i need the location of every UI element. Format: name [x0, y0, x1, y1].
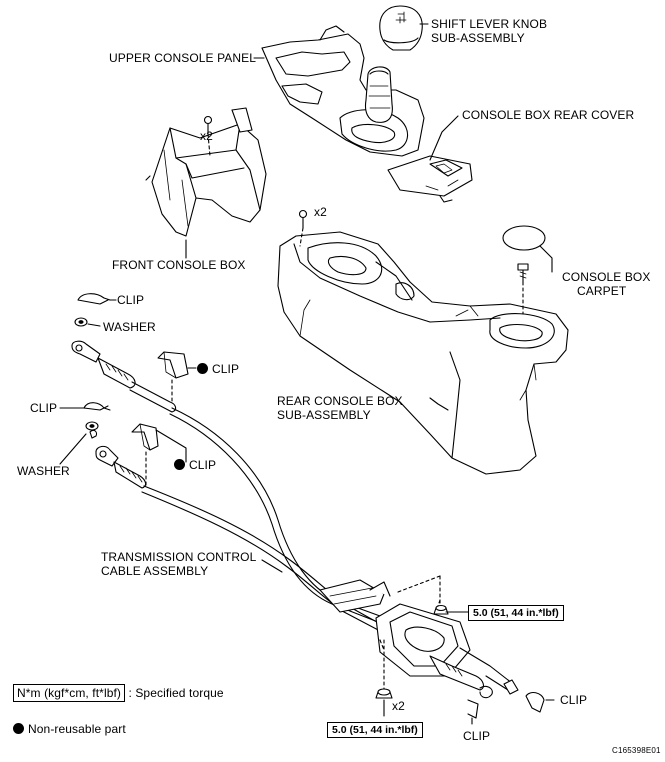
non-reusable-dot-icon [197, 363, 208, 374]
label-line: CONSOLE BOX [562, 270, 651, 284]
label-line: TRANSMISSION CONTROL [101, 550, 257, 564]
clip-top [77, 293, 117, 305]
label-text: CLIP [189, 458, 217, 472]
torque-spec-lower: 5.0 (51, 44 in.*lbf) [327, 722, 423, 738]
label-line: CABLE ASSEMBLY [101, 564, 209, 578]
label-x2-front: x2 [200, 129, 213, 143]
label-line: CARPET [577, 284, 627, 298]
label-console-box-carpet: CONSOLE BOX CARPET [562, 270, 650, 298]
legend-torque-units: N*m (kgf*cm, ft*lbf) : Specified torque [13, 684, 224, 702]
shift-lever-base-bracket [375, 575, 519, 717]
label-front-console-box: FRONT CONSOLE BOX [112, 258, 246, 272]
label-clip-upper-non-reusable: CLIP [197, 362, 239, 376]
label-text: CLIP [212, 362, 240, 376]
label-rear-console-box: REAR CONSOLE BOX SUB-ASSEMBLY [277, 394, 403, 422]
legend-non-reusable-text: Non-reusable part [28, 722, 126, 736]
clip-upper-non-reusable [157, 351, 197, 405]
label-x2-bottom: x2 [392, 699, 405, 713]
non-reusable-dot-icon [174, 459, 185, 470]
label-clip-bottom-right: CLIP [560, 693, 588, 707]
washer-top [74, 317, 101, 327]
figure-code: C165398E01 [612, 746, 661, 755]
console-box-carpet [502, 225, 553, 273]
shift-lever-knob [379, 5, 429, 51]
label-transmission-control-cable: TRANSMISSION CONTROL CABLE ASSEMBLY [101, 550, 256, 578]
legend-units-box: N*m (kgf*cm, ft*lbf) [13, 684, 126, 702]
rear-console-box [277, 209, 569, 475]
cable-end-upper [71, 340, 177, 413]
label-clip-lower-non-reusable: CLIP [174, 458, 216, 472]
legend-non-reusable: Non-reusable part [13, 722, 126, 736]
clip-bottom-center [467, 699, 479, 725]
label-line: REAR CONSOLE BOX [277, 394, 403, 408]
label-upper-console-panel: UPPER CONSOLE PANEL [109, 51, 257, 65]
label-line: SUB-ASSEMBLY [277, 408, 371, 422]
label-shift-lever-knob: SHIFT LEVER KNOB SUB-ASSEMBLY [431, 17, 547, 45]
upper-console-panel [253, 25, 425, 157]
label-washer-bottom: WASHER [17, 464, 70, 478]
clip-lower-non-reusable [131, 423, 187, 487]
label-clip-bottom-center: CLIP [463, 729, 491, 743]
legend-units-desc: : Specified torque [128, 686, 224, 700]
bolt [517, 263, 529, 315]
label-line: SUB-ASSEMBLY [431, 31, 525, 45]
console-box-rear-cover [387, 115, 473, 203]
label-clip-left: CLIP [30, 401, 58, 415]
transmission-control-cable [141, 407, 391, 633]
label-console-box-rear-cover: CONSOLE BOX REAR COVER [462, 108, 635, 122]
torque-spec-upper: 5.0 (51, 44 in.*lbf) [468, 605, 564, 621]
non-reusable-dot-icon [13, 723, 24, 734]
clip-bottom-right [525, 691, 555, 713]
front-console-box [145, 107, 267, 259]
label-line: SHIFT LEVER KNOB [431, 17, 548, 31]
label-washer-top: WASHER [103, 320, 156, 334]
clip-left [59, 402, 111, 411]
label-x2-rear: x2 [314, 205, 327, 219]
label-clip-top: CLIP [117, 293, 145, 307]
